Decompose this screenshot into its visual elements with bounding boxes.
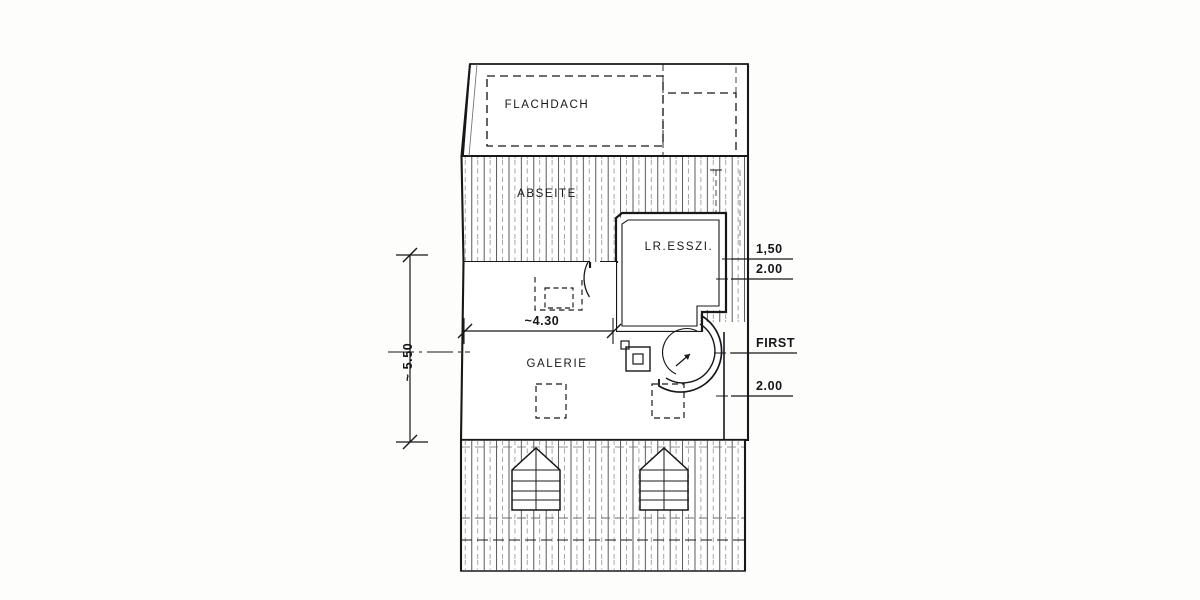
stair-arrow-head	[684, 354, 690, 360]
dim-vertical-value: ~ 5.50	[401, 343, 415, 382]
dormer-right	[639, 446, 689, 511]
dim-horizontal-value: ~4.30	[525, 314, 560, 328]
dormer-left	[511, 446, 561, 511]
galerie-dashed-box	[544, 287, 574, 309]
dim-v-tick-bottom	[402, 434, 418, 450]
dimension-horizontal-inner: ~4.30	[457, 314, 622, 344]
outer-wall-left	[459, 63, 472, 571]
lower-roof-region	[460, 439, 746, 572]
lower-roof-hatching	[461, 440, 745, 571]
dimension-vertical-left: ~ 5.50	[396, 247, 428, 450]
chimney-symbol	[620, 340, 651, 372]
stair-inner-arc	[665, 323, 716, 384]
dimension-right-stack: 1,50 2.00 FIRST 2.00	[714, 242, 797, 397]
room-label-flachdach: FLACHDACH	[505, 99, 590, 111]
galerie-fill	[461, 262, 724, 440]
dim-v-tick-top	[402, 247, 418, 263]
dim-right-1: 1,50	[756, 242, 783, 256]
dim-h-tick-left	[457, 323, 473, 339]
lr-esszi-fill	[618, 214, 724, 330]
room-label-abseite: ABSEITE	[517, 188, 577, 200]
stair-core-arc	[662, 328, 698, 375]
spiral-staircase	[658, 315, 723, 393]
outer-wall-right	[743, 64, 750, 571]
skylight-galerie-left	[535, 383, 567, 419]
skylight-galerie-right	[651, 383, 685, 419]
dim-right-2: 2.00	[756, 262, 783, 276]
flachdach-inner-dashed-rect	[486, 75, 664, 147]
dim-right-first: FIRST	[756, 336, 795, 350]
galerie-dashed-opening	[534, 277, 583, 311]
door-swing-arc	[583, 261, 591, 298]
room-label-galerie: GALERIE	[526, 358, 587, 370]
lr-esszi-wall-outer	[614, 211, 728, 334]
lr-esszi-wall-inner	[621, 219, 720, 327]
building-outer-walls	[459, 63, 750, 571]
dim-h-tick-right	[606, 323, 622, 339]
lr-esszi-region	[614, 211, 728, 334]
outer-wall-left-inner	[468, 63, 478, 157]
stair-outer-arc	[658, 315, 723, 393]
dim-right-3: 2.00	[756, 379, 783, 393]
room-label-lr-esszi: LR.ESSZI.	[645, 241, 714, 253]
